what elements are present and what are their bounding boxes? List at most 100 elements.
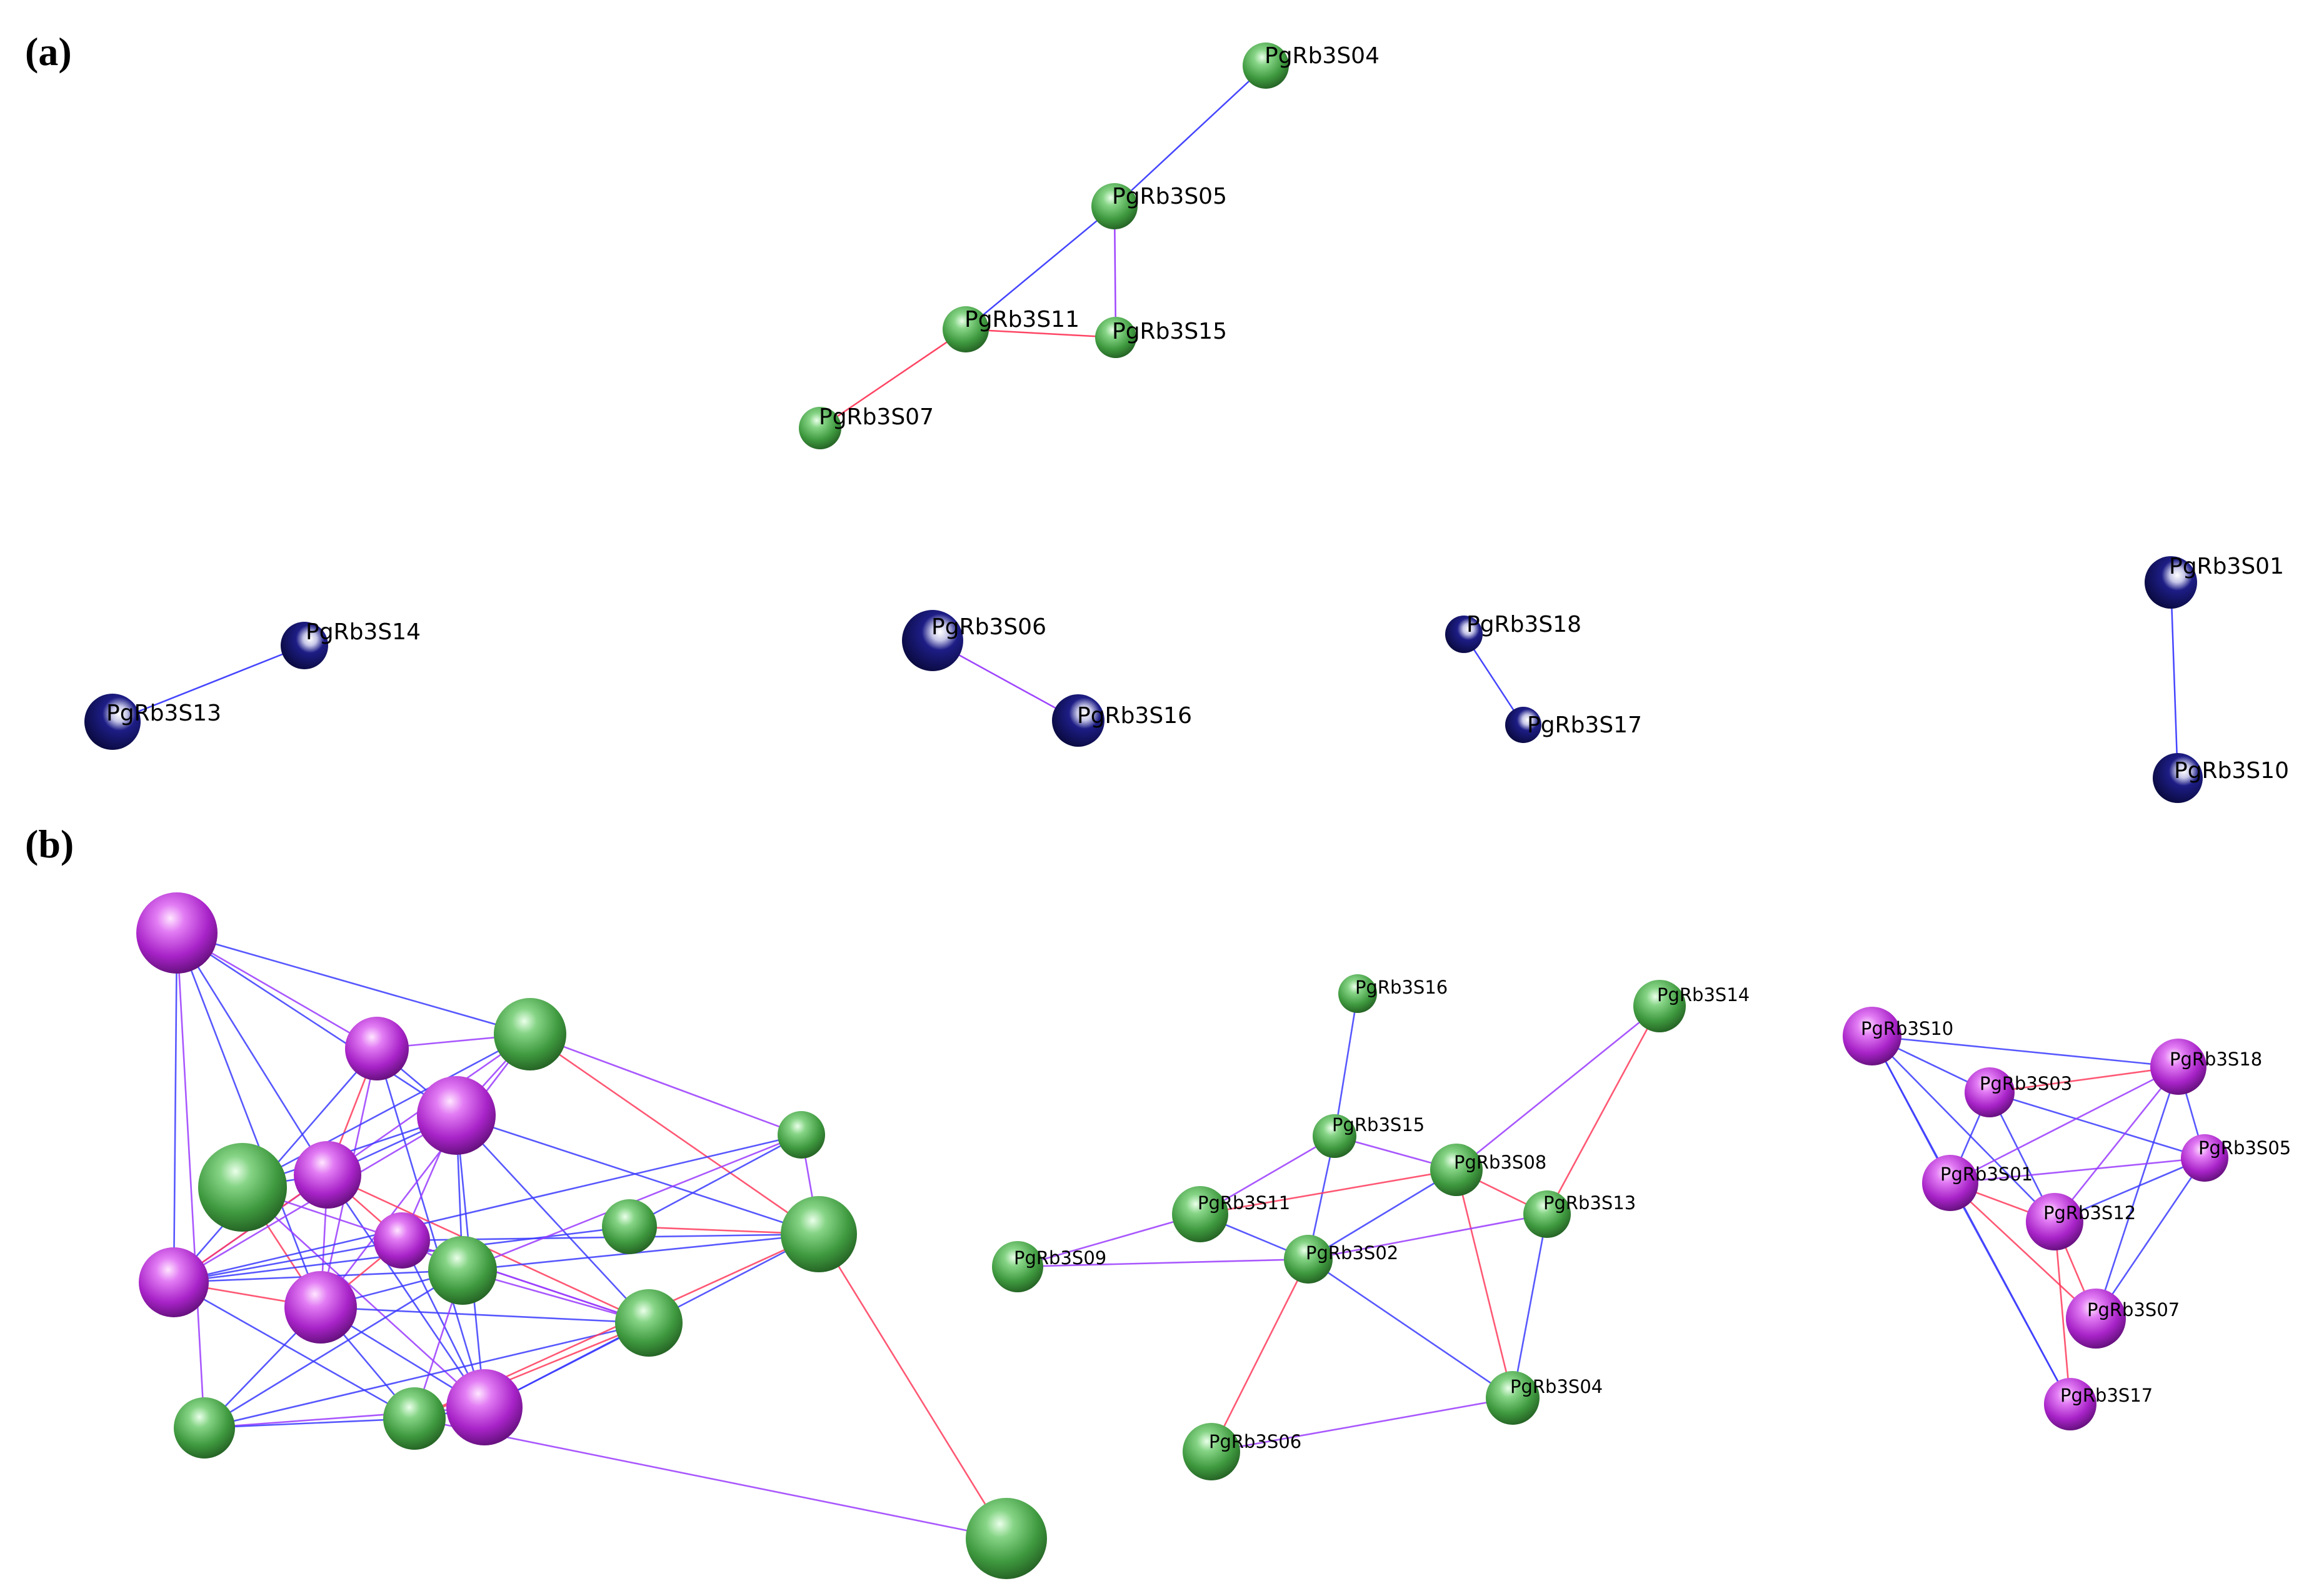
node-L18: [966, 1498, 1047, 1579]
edge-r03-r18: [1989, 1065, 2179, 1094]
node-label-m09: PgRb3S09: [1014, 1247, 1106, 1269]
edge-L6-L15: [456, 1115, 649, 1324]
node-L1: [136, 892, 218, 974]
node-m16: [1338, 974, 1377, 1013]
node-m02: [1284, 1235, 1333, 1284]
node-label-a05: PgRb3S05: [1112, 184, 1227, 209]
node-a17: [1505, 707, 1541, 743]
edge-r03-r05: [1989, 1091, 2205, 1159]
edge-L10-L14: [462, 1233, 819, 1272]
edge-m11-m08: [1200, 1169, 1457, 1215]
node-r05: [2181, 1134, 2228, 1182]
node-r17: [2044, 1378, 2096, 1430]
edge-L1-L11: [176, 932, 206, 1429]
panel-label-b: (b): [25, 822, 74, 866]
edge-L11-L16: [204, 1417, 415, 1429]
edges-layer: [112, 65, 2206, 1540]
node-L14: [781, 1196, 857, 1272]
edge-m11-m09: [1017, 1213, 1201, 1268]
node-label-r18: PgRb3S18: [2170, 1049, 2262, 1070]
node-a05: [1091, 183, 1138, 229]
node-label-m08: PgRb3S08: [1454, 1152, 1546, 1173]
node-label-a04: PgRb3S04: [1265, 43, 1380, 69]
node-label-m14: PgRb3S14: [1657, 984, 1750, 1005]
edge-r10-r12: [1871, 1035, 2055, 1222]
edge-a11-a07: [819, 328, 966, 429]
edge-L14-L18: [818, 1234, 1008, 1539]
edge-L9-L15: [320, 1306, 649, 1324]
node-label-r07: PgRb3S07: [2087, 1299, 2180, 1320]
node-a18: [1445, 616, 1483, 653]
edge-r05-r07: [2095, 1157, 2206, 1319]
node-L6: [417, 1076, 496, 1155]
node-label-m16: PgRb3S16: [1355, 977, 1448, 998]
edge-L7-L12: [173, 1134, 802, 1284]
node-label-r03: PgRb3S03: [1980, 1073, 2072, 1094]
node-L12: [778, 1111, 825, 1159]
node-a14: [281, 622, 328, 669]
edge-L10-L11: [204, 1269, 463, 1429]
edge-r12-r17: [2053, 1221, 2071, 1405]
node-L5: [294, 1141, 361, 1209]
node-L16: [383, 1387, 446, 1450]
node-m08: [1430, 1144, 1483, 1196]
node-a15: [1095, 317, 1136, 358]
edge-a11-a15: [965, 328, 1116, 339]
edge-m02-m06: [1210, 1259, 1310, 1452]
node-a07: [799, 407, 841, 449]
node-label-r05: PgRb3S05: [2198, 1137, 2291, 1159]
node-label-a01: PgRb3S01: [2169, 554, 2284, 579]
node-L10: [428, 1236, 497, 1305]
edge-L16-L18: [414, 1417, 1007, 1540]
edge-L1-L6: [176, 932, 457, 1117]
node-L2: [345, 1017, 409, 1080]
node-label-a06: PgRb3S06: [931, 614, 1046, 640]
node-label-r10: PgRb3S10: [1861, 1018, 1953, 1039]
node-a11: [943, 306, 989, 352]
edge-L1-L7: [173, 932, 178, 1283]
node-r18: [2150, 1039, 2206, 1095]
edge-L6-L14: [456, 1114, 819, 1235]
node-a16: [1052, 694, 1104, 747]
edge-r18-r07: [2095, 1066, 2180, 1319]
node-label-r12: PgRb3S12: [2043, 1202, 2136, 1224]
edge-m14-m08: [1456, 1005, 1660, 1171]
node-label-a13: PgRb3S13: [106, 701, 221, 726]
edge-L1-L3: [176, 932, 531, 1035]
node-label-m06: PgRb3S06: [1209, 1431, 1301, 1452]
node-m09: [992, 1241, 1043, 1292]
node-L17: [446, 1369, 523, 1445]
node-label-a16: PgRb3S16: [1077, 703, 1192, 729]
node-L9: [284, 1271, 357, 1344]
edge-L1-L9: [176, 932, 322, 1308]
edge-r18-r01: [1950, 1065, 2179, 1184]
edge-L3-L12: [529, 1033, 802, 1136]
node-L7: [139, 1247, 209, 1317]
edge-m02-m13: [1308, 1213, 1548, 1260]
node-label-r17: PgRb3S17: [2060, 1385, 2153, 1406]
edge-a01-a10: [2170, 582, 2179, 779]
edge-m08-m02: [1308, 1169, 1457, 1260]
node-a04: [1243, 42, 1289, 89]
node-label-a18: PgRb3S18: [1466, 612, 1581, 637]
node-label-m13: PgRb3S13: [1543, 1192, 1636, 1214]
node-L3: [494, 998, 566, 1070]
node-m13: [1523, 1190, 1571, 1238]
edge-m08-m04: [1455, 1169, 1514, 1399]
edge-r18-r12: [2053, 1066, 2180, 1222]
edge-L3-L4: [242, 1033, 531, 1189]
node-label-a14: PgRb3S14: [306, 619, 421, 645]
node-m14: [1633, 980, 1686, 1032]
edge-r10-r18: [1871, 1035, 2179, 1068]
node-L11: [174, 1397, 235, 1459]
node-r01: [1922, 1155, 1978, 1211]
edge-L3-L9: [319, 1034, 531, 1308]
node-L13: [602, 1199, 657, 1254]
node-a01: [2145, 556, 2197, 609]
node-r10: [1843, 1007, 1901, 1065]
node-label-m15: PgRb3S15: [1332, 1114, 1425, 1135]
edge-L12-L13: [629, 1134, 802, 1228]
edge-L3-L14: [529, 1033, 819, 1235]
